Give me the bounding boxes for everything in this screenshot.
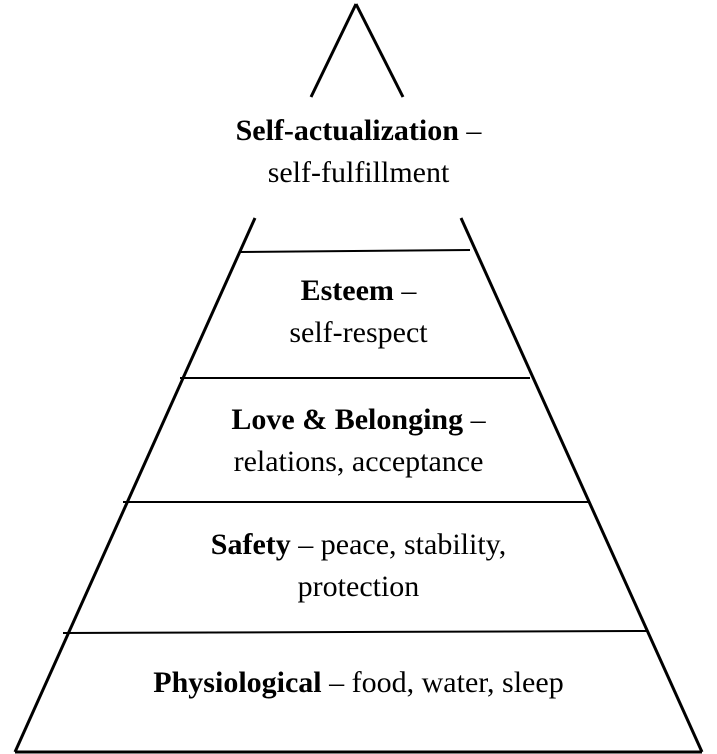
apex-left-edge: [309, 3, 358, 98]
level-name: Physiological: [153, 666, 322, 699]
level-name: Safety: [210, 528, 291, 561]
level-name: Esteem: [300, 274, 394, 307]
level-love-belonging: Love & Belonging – relations, acceptance: [0, 399, 717, 483]
divider-esteem-top: [239, 249, 471, 253]
divider-physiological-top: [62, 630, 648, 634]
level-description: protection: [297, 570, 420, 603]
level-separator: – food, water, sleep: [321, 666, 564, 699]
apex-right-edge: [354, 3, 405, 98]
level-description: self-respect: [289, 316, 428, 349]
level-separator: –: [458, 114, 482, 147]
pyramid-left-edge: [13, 217, 257, 753]
level-description: relations, acceptance: [233, 445, 484, 478]
pyramid-right-edge: [459, 217, 704, 753]
level-separator: –: [393, 274, 417, 307]
level-self-actualization-title: Self-actualization –: [0, 110, 717, 152]
level-love-belonging-title: Love & Belonging –: [0, 399, 717, 441]
level-safety: Safety – peace, stability, protection: [0, 524, 717, 608]
level-physiological-title: Physiological – food, water, sleep: [0, 662, 717, 704]
level-separator: –: [463, 403, 486, 436]
level-esteem-title: Esteem –: [0, 270, 717, 312]
level-physiological: Physiological – food, water, sleep: [0, 662, 717, 704]
level-esteem: Esteem – self-respect: [0, 270, 717, 354]
level-self-actualization: Self-actualization – self-fulfillment: [0, 110, 717, 194]
level-description: self-fulfillment: [267, 156, 450, 189]
level-separator: – peace, stability,: [290, 528, 507, 561]
level-safety-title: Safety – peace, stability,: [0, 524, 717, 566]
level-name: Self-actualization: [235, 114, 459, 147]
level-name: Love & Belonging: [231, 403, 464, 436]
